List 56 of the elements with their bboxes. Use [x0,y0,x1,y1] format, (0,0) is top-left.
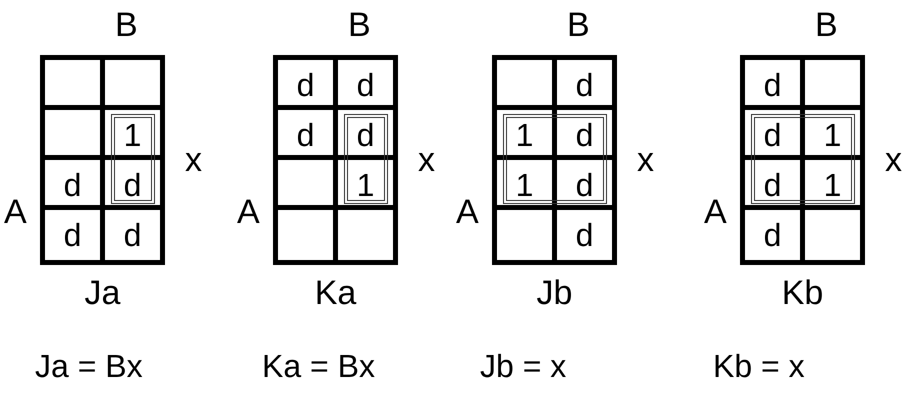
map-cell: d [40,160,105,210]
row-variable-label: x [885,142,902,178]
map-cell [805,55,865,110]
grouping-loop [503,114,607,204]
column-variable-label: B [567,7,590,43]
column-variable-label: B [115,7,138,43]
map-cell: d [557,160,617,210]
column-variable-label: B [348,7,371,43]
column-variable-label: B [815,7,838,43]
row-variable-label: A [704,194,727,230]
map-title: Ka [314,275,356,311]
grouping-loop [111,114,155,204]
map-cell: 1 [338,160,398,210]
map-cell [40,55,105,110]
map-title: Ja [84,275,120,311]
map-cell [492,210,557,265]
equation: Kb = x [713,348,805,385]
map-cell: d [740,55,805,110]
row-variable-label: A [4,194,27,230]
map-cell [273,160,338,210]
map-cell [273,210,338,265]
equation: Ja = Bx [35,348,143,385]
grouping-loop [344,114,388,204]
map-title: Jb [536,275,572,311]
map-title: Kb [782,275,824,311]
map-cell: d [338,55,398,110]
equation: Jb = x [480,348,566,385]
row-variable-label: x [418,142,435,178]
row-variable-label: x [637,142,654,178]
map-cell: d [40,210,105,265]
map-cell: 1 [492,160,557,210]
map-cell [40,110,105,160]
map-cell [338,210,398,265]
row-variable-label: A [237,194,260,230]
row-variable-label: x [185,142,202,178]
map-cell: 1 [492,110,557,160]
map-cell: d [557,110,617,160]
map-cell [105,55,165,110]
map-cell: d [105,210,165,265]
equation: Ka = Bx [262,348,375,385]
map-cell: d [557,55,617,110]
map-cell [805,210,865,265]
map-cell: d [740,160,805,210]
map-cell: d [740,110,805,160]
map-cell: d [273,55,338,110]
grouping-loop [751,114,855,204]
row-variable-label: A [456,194,479,230]
map-cell: 1 [805,110,865,160]
map-cell: d [273,110,338,160]
map-cell: d [557,210,617,265]
map-cell: d [105,160,165,210]
map-cell [492,55,557,110]
map-cell: d [338,110,398,160]
map-cell: 1 [805,160,865,210]
map-cell: d [740,210,805,265]
map-cell: 1 [105,110,165,160]
